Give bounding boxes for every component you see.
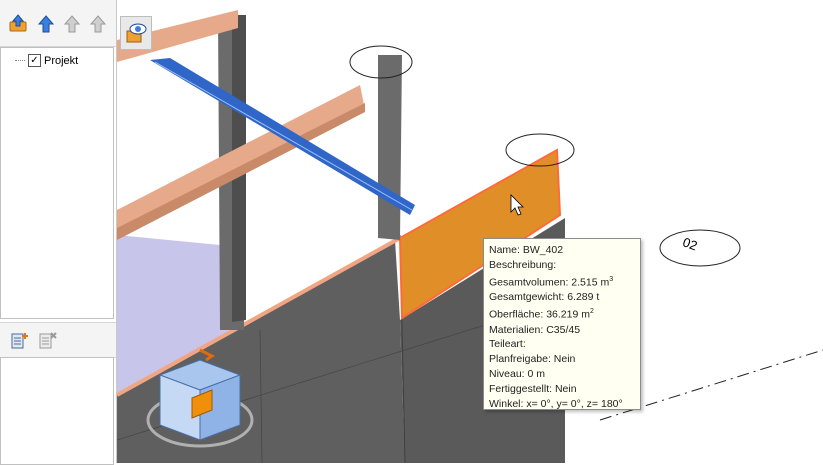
grid-axis-bubble-2 [505,133,575,167]
element-properties-tooltip: Name: BW_402 Beschreibung: Gesamtvolumen… [483,238,641,410]
tooltip-name: Name: BW_402 [489,244,564,256]
arrow-up-blue-icon[interactable] [36,14,56,34]
tree-item-label: Projekt [44,54,79,67]
arrow-up-gray-icon[interactable] [62,14,82,34]
grid-line-02 [599,349,823,421]
add-layer-icon[interactable] [10,330,30,350]
tooltip-beschreibung: Beschreibung: [489,258,557,271]
tooltip-gesamtvolumen: Gesamtvolumen: 2.515 m3 [489,275,614,289]
tree-item-projekt[interactable]: ✓ Projekt [15,54,78,67]
tooltip-materialien: Materialien: C35/45 [489,323,581,336]
grid-axis-bubble-1 [349,45,413,79]
tooltip-winkel: Winkel: x= 0°, y= 0°, z= 180° [489,398,623,411]
tooltip-planfreigabe: Planfreigabe: Nein [489,353,576,366]
tooltip-fertiggestellt: Fertiggestellt: Nein [489,383,577,396]
model-scene[interactable]: 02 [117,0,823,463]
project-tree[interactable]: ✓ Projekt [0,47,114,319]
layer-list[interactable] [0,357,114,465]
tooltip-oberflaeche: Oberfläche: 36.219 m2 [489,308,594,321]
tooltip-gesamtgewicht: Gesamtgewicht: 6.289 t [489,291,600,304]
tooltip-niveau: Niveau: 0 m [489,368,546,381]
project-panel: ✓ Projekt [0,0,117,465]
tooltip-teileart: Teileart: [489,338,526,351]
3d-viewport[interactable]: 02 [117,0,823,463]
selected-wall-bw402[interactable] [398,148,562,320]
projekt-checkbox[interactable]: ✓ [28,54,41,67]
visibility-toggle-button[interactable] [120,16,152,50]
view-cube[interactable] [146,348,254,448]
remove-layer-icon[interactable] [38,330,58,350]
grid-axis-bubble-02 [659,229,741,267]
mouse-cursor-icon [510,194,524,216]
visibility-eye-icon [126,23,147,43]
panel-bottom-toolbar [0,322,116,358]
tree-connector [15,60,25,61]
arrow-up-gray-icon-2[interactable] [88,14,108,34]
folder-up-icon[interactable] [8,14,28,34]
grid-axis-label: 02 [681,234,700,253]
column-2[interactable] [378,55,402,240]
floor-slab[interactable] [117,235,230,400]
panel-top-toolbar [0,0,116,47]
